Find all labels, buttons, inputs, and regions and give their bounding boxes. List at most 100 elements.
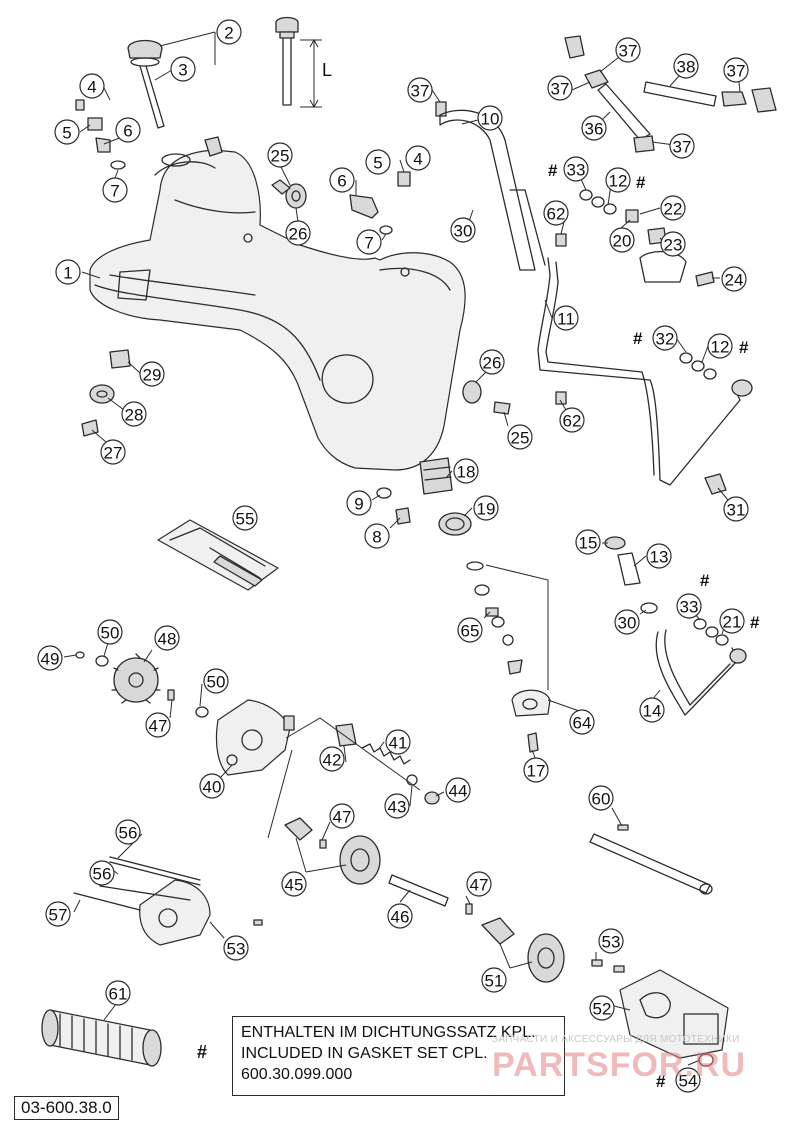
svg-text:6: 6 xyxy=(337,172,346,191)
callout-60: 60 xyxy=(588,785,614,811)
callout-53-a: 53 xyxy=(223,935,249,961)
svg-text:53: 53 xyxy=(227,940,246,959)
pump-rotor-lower xyxy=(481,917,625,983)
svg-text:62: 62 xyxy=(563,412,582,431)
pump-housing xyxy=(619,969,729,1067)
dimension-label-l: L xyxy=(322,60,332,80)
svg-text:41: 41 xyxy=(389,734,408,753)
callout-4-right: 4 xyxy=(405,145,431,171)
callout-43: 43 xyxy=(384,793,410,819)
svg-text:47: 47 xyxy=(333,808,352,827)
svg-text:48: 48 xyxy=(158,630,177,649)
callout-62-lower: 62 xyxy=(559,407,585,433)
fittings-right xyxy=(349,171,411,235)
callout-49: 49 xyxy=(37,645,63,671)
oil-screen xyxy=(376,457,472,536)
callout-5-left: 5 xyxy=(54,119,80,145)
svg-text:47: 47 xyxy=(470,876,489,895)
callout-37-a: 37 xyxy=(407,77,433,103)
svg-text:60: 60 xyxy=(592,790,611,809)
callout-23: 23 xyxy=(660,231,686,257)
svg-text:54: 54 xyxy=(679,1072,698,1091)
svg-text:44: 44 xyxy=(449,782,468,801)
callout-19: 19 xyxy=(473,495,499,521)
callout-37-e: 37 xyxy=(669,133,695,159)
svg-text:1: 1 xyxy=(63,264,72,283)
svg-text:49: 49 xyxy=(41,650,60,669)
callout-27: 27 xyxy=(100,439,126,465)
callout-6-right: 6 xyxy=(329,167,355,193)
callout-5-right: 5 xyxy=(365,149,391,175)
svg-text:15: 15 xyxy=(579,534,598,553)
svg-text:46: 46 xyxy=(391,908,410,927)
svg-text:47: 47 xyxy=(149,717,168,736)
check-valve-set xyxy=(466,561,551,753)
callout-45: 45 xyxy=(281,871,307,897)
callout-50-a: 50 xyxy=(97,619,123,645)
return-hose xyxy=(604,536,747,716)
svg-text:50: 50 xyxy=(207,673,226,692)
svg-text:57: 57 xyxy=(49,906,68,925)
svg-text:21: 21 xyxy=(723,613,742,632)
callout-25-lower: 25 xyxy=(507,424,533,450)
svg-text:30: 30 xyxy=(454,222,473,241)
svg-text:55: 55 xyxy=(236,510,255,529)
svg-text:25: 25 xyxy=(511,429,530,448)
callout-25-upper: 25 xyxy=(267,142,293,168)
relief-valve xyxy=(267,717,440,839)
oil-tank-frame xyxy=(89,136,466,471)
callout-28: 28 xyxy=(121,401,147,427)
svg-text:56: 56 xyxy=(93,865,112,884)
callout-17: 17 xyxy=(523,757,549,783)
svg-text:53: 53 xyxy=(602,933,621,952)
filler-cap xyxy=(127,31,216,129)
callout-56-b: 56 xyxy=(89,860,115,886)
grommet-lower xyxy=(462,380,511,415)
callout-32: 32 xyxy=(652,325,678,351)
note-part-number: 600.30.099.000 xyxy=(241,1066,353,1083)
callout-10: 10 xyxy=(477,105,503,131)
dipstick: L xyxy=(275,16,332,109)
callout-9: 9 xyxy=(346,490,372,516)
gasket-marker-12-lower: # xyxy=(739,338,749,357)
callout-65: 65 xyxy=(457,617,483,643)
callout-55: 55 xyxy=(232,505,258,531)
svg-text:37: 37 xyxy=(673,138,692,157)
watermark-tagline: ЗАПЧАСТИ И АКСЕССУАРЫ ДЛЯ МОТОТЕХНИКИ xyxy=(492,1034,740,1045)
svg-text:37: 37 xyxy=(551,80,570,99)
svg-text:25: 25 xyxy=(271,147,290,166)
callout-22: 22 xyxy=(660,195,686,221)
svg-text:12: 12 xyxy=(711,338,730,357)
gasket-marker-21: # xyxy=(750,613,760,632)
svg-text:12: 12 xyxy=(609,172,628,191)
callout-18: 18 xyxy=(453,458,479,484)
grommet-upper xyxy=(271,179,307,209)
svg-text:27: 27 xyxy=(104,444,123,463)
note-line-de: ENTHALTEN IM DICHTUNGSSATZ KPL. xyxy=(241,1024,536,1041)
svg-text:26: 26 xyxy=(289,225,308,244)
upper-right-hoses xyxy=(564,35,777,153)
callout-21: 21 xyxy=(719,608,745,634)
callout-14: 14 xyxy=(639,697,665,723)
pump-rotor-upper xyxy=(284,817,473,915)
callout-47-b: 47 xyxy=(329,803,355,829)
svg-text:38: 38 xyxy=(677,58,696,77)
callout-47-c: 47 xyxy=(466,871,492,897)
callout-37-c: 37 xyxy=(547,75,573,101)
callout-7-left: 7 xyxy=(102,177,128,203)
svg-text:29: 29 xyxy=(143,366,162,385)
svg-text:37: 37 xyxy=(619,42,638,61)
gasket-note-marker: # xyxy=(197,1042,208,1062)
svg-text:42: 42 xyxy=(323,751,342,770)
callout-30-upper: 30 xyxy=(450,217,476,243)
callout-41: 41 xyxy=(385,729,411,755)
gasket-marker-12-upper: # xyxy=(636,173,646,192)
callout-12-lower: 12 xyxy=(707,333,733,359)
callout-4-left: 4 xyxy=(79,73,105,99)
svg-text:64: 64 xyxy=(573,714,592,733)
callout-31: 31 xyxy=(723,496,749,522)
callout-26-lower: 26 xyxy=(479,349,505,375)
svg-text:22: 22 xyxy=(664,200,683,219)
svg-text:28: 28 xyxy=(125,406,144,425)
